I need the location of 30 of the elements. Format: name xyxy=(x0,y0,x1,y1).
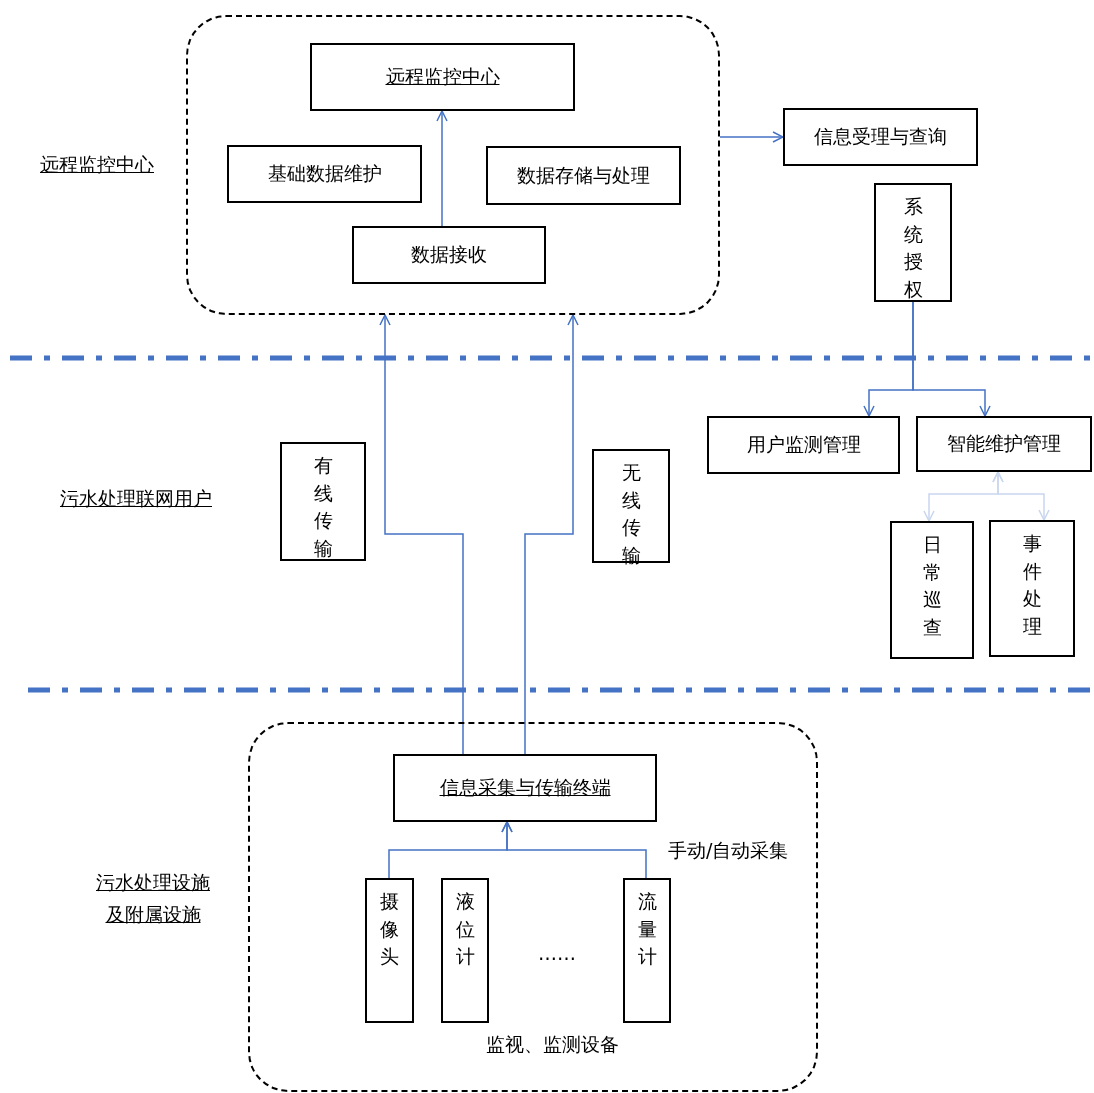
group-label: 监视、监测设备 xyxy=(486,1032,619,1057)
process-box: 数据存储与处理 xyxy=(486,146,681,205)
band-label: 污水处理设施及附属设施 xyxy=(95,870,211,927)
dashed-group-box xyxy=(186,15,720,315)
process-box: 事件处理 xyxy=(989,520,1075,657)
process-box: 摄像头 xyxy=(365,878,414,1023)
process-box: 日常巡查 xyxy=(890,521,974,659)
process-box: 液位计 xyxy=(441,878,489,1023)
arrow xyxy=(719,131,784,143)
process-box: 流量计 xyxy=(623,878,671,1023)
process-box: 智能维护管理 xyxy=(916,416,1092,472)
process-box: 用户监测管理 xyxy=(707,416,900,474)
process-box: 远程监控中心 xyxy=(310,43,575,111)
arrow xyxy=(524,314,579,755)
arrow xyxy=(501,821,647,879)
arrow xyxy=(436,110,448,227)
ellipsis-text: …… xyxy=(538,942,576,964)
arrow xyxy=(992,471,1050,521)
process-box: 有线传输 xyxy=(280,442,366,561)
process-box: 信息受理与查询 xyxy=(783,108,978,166)
process-box: 数据接收 xyxy=(352,226,546,284)
process-box: 基础数据维护 xyxy=(227,145,422,203)
annotation-text: 手动/自动采集 xyxy=(668,838,789,863)
band-label: 远程监控中心 xyxy=(40,152,154,177)
dashed-group-box xyxy=(248,722,818,1092)
band-label: 污水处理联网用户 xyxy=(60,486,212,511)
arrow xyxy=(379,314,464,755)
arrow xyxy=(912,301,991,417)
process-box: 系统授权 xyxy=(874,183,952,302)
process-box: 信息采集与传输终端 xyxy=(393,754,657,822)
